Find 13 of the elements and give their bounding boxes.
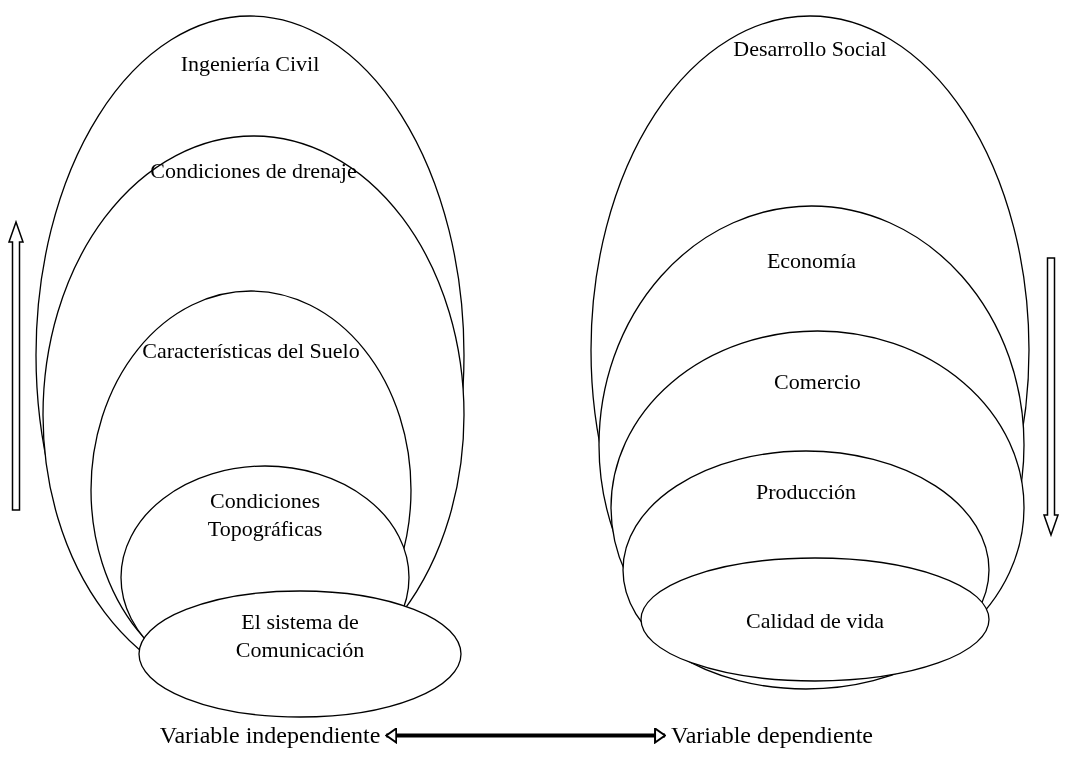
caption-text: Variable independiente — [159, 722, 381, 749]
oval-label: Producción — [754, 478, 858, 506]
oval-label: Condiciones de drenaje — [149, 157, 358, 185]
oval-label: Ingeniería Civil — [179, 50, 321, 78]
oval-label: Desarrollo Social — [732, 35, 888, 63]
caption-text: Variable dependiente — [671, 722, 873, 749]
oval-label: Características del Suelo — [141, 337, 361, 365]
oval-label: Condiciones Topográficas — [206, 487, 324, 542]
oval-label: Economía — [765, 247, 858, 275]
oval-label: Calidad de vida — [744, 607, 886, 635]
double-arrow — [385, 727, 667, 744]
oval-label: El sistema de Comunicación — [234, 608, 366, 663]
oval-label: Comercio — [773, 368, 862, 396]
